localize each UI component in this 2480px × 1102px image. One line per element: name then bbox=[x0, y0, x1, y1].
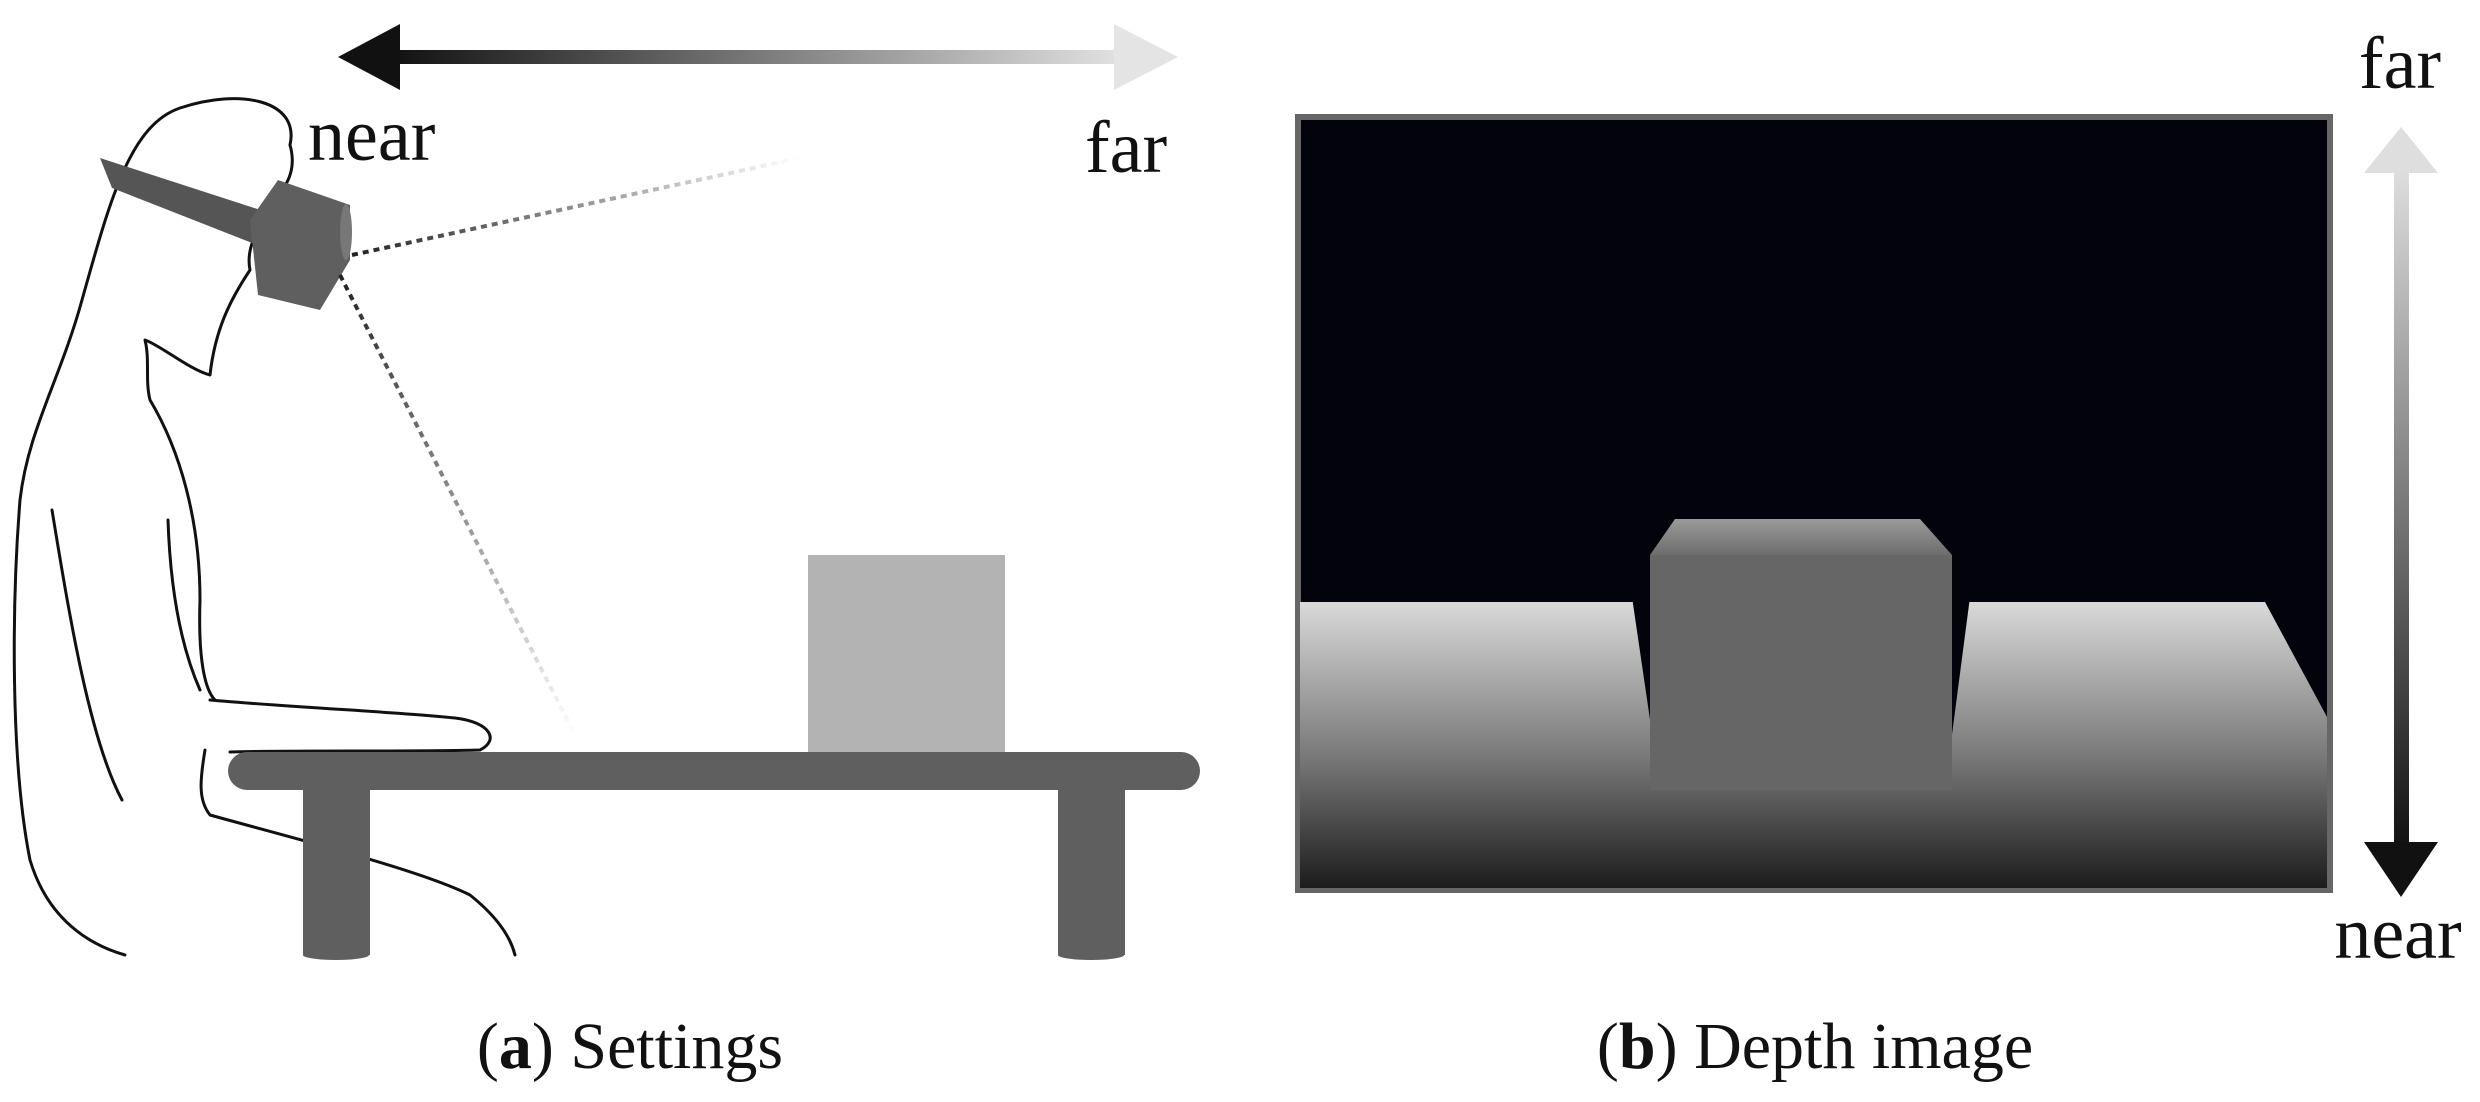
panel-a-settings: near far bbox=[12, 24, 1200, 1083]
scale-far-label: far bbox=[2359, 23, 2441, 105]
caption-a-text: Settings bbox=[570, 1010, 783, 1083]
depth-box-top bbox=[1650, 519, 1952, 555]
depth-image-frame bbox=[1295, 114, 2333, 893]
caption-b-letter: b bbox=[1619, 1010, 1656, 1083]
table-icon bbox=[228, 752, 1200, 960]
caption-b-text: Depth image bbox=[1694, 1010, 2033, 1083]
depth-scale-arrow bbox=[2364, 127, 2438, 897]
near-far-range-arrow bbox=[338, 24, 1178, 90]
box-icon bbox=[808, 555, 1005, 753]
caption-b: (b) Depth image bbox=[1597, 1010, 2033, 1083]
panel-b-depth-image: far near (b) Depth image bbox=[1295, 23, 2462, 1083]
scale-near-label: near bbox=[2334, 893, 2461, 975]
caption-a-letter: a bbox=[499, 1010, 532, 1083]
camera-view-rays bbox=[338, 156, 801, 736]
depth-box-front bbox=[1650, 555, 1952, 790]
caption-a: (a) Settings bbox=[477, 1010, 783, 1083]
headset-camera-icon bbox=[100, 158, 352, 310]
range-far-label: far bbox=[1085, 107, 1167, 189]
range-near-label: near bbox=[308, 95, 435, 177]
